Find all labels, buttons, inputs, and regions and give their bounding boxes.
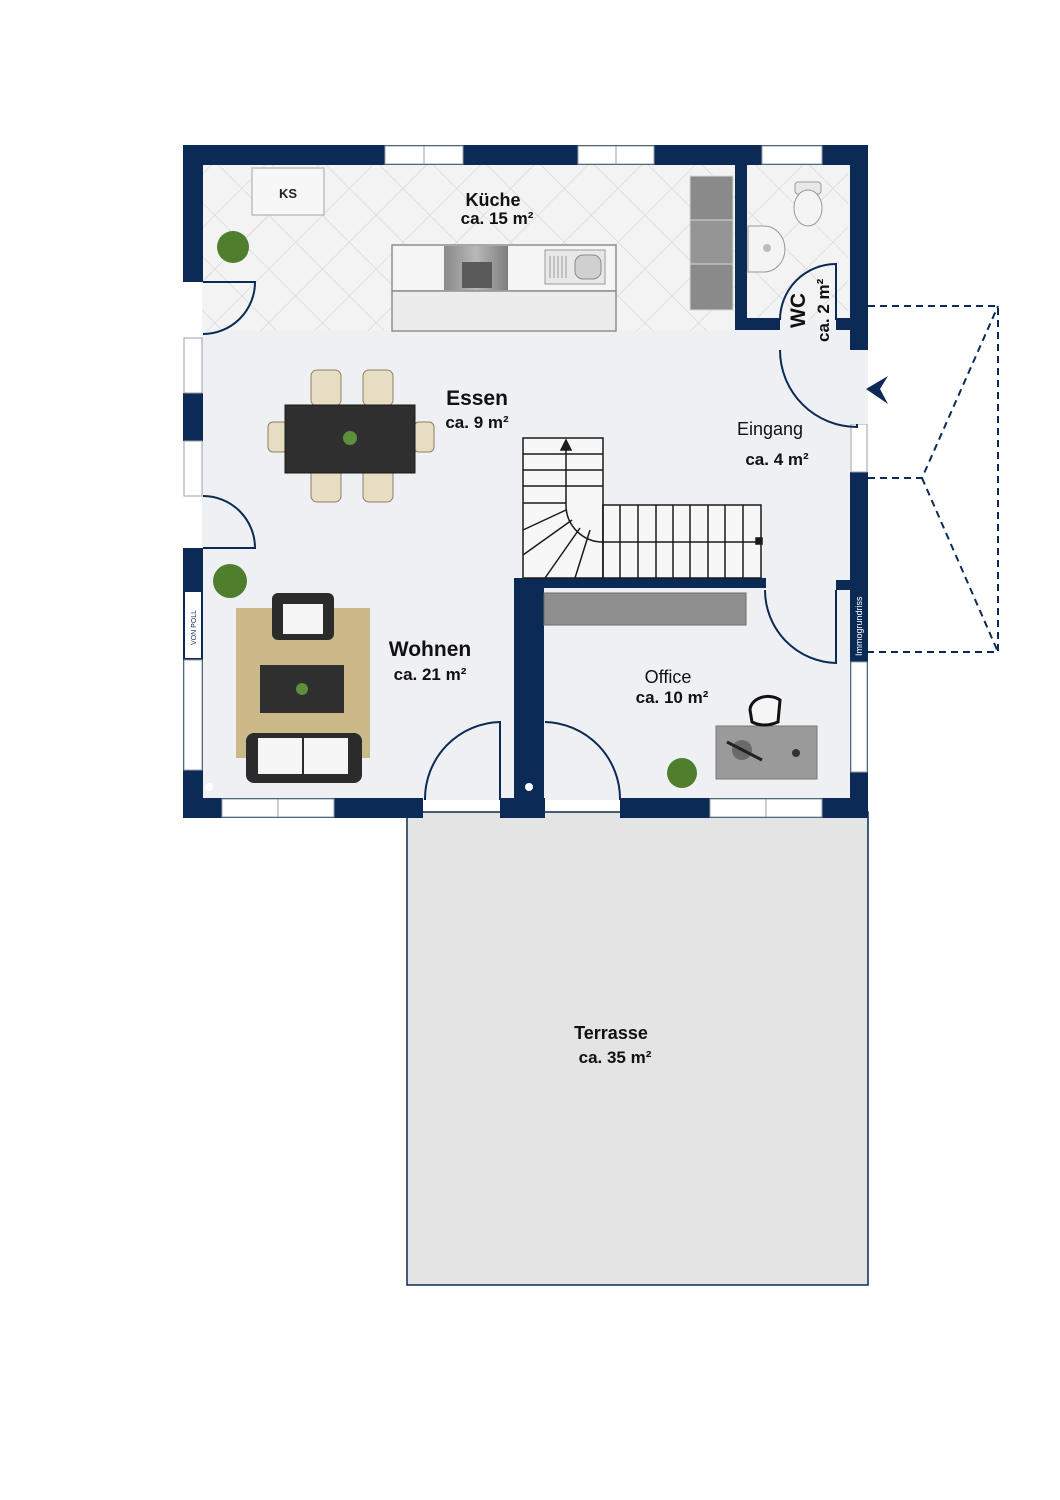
brand-logo: VON POLL <box>185 592 201 658</box>
watermark: Immogrundriss <box>850 583 868 657</box>
kitchen-island <box>391 244 617 332</box>
room-area-wc: ca. 2 m² <box>814 278 833 342</box>
entrance-arrow-icon <box>866 376 888 404</box>
terrace-area <box>406 811 869 1286</box>
entrance-canopy-outline <box>868 305 999 653</box>
corner-post <box>205 783 213 791</box>
entrance-opening <box>850 350 868 424</box>
room-area-essen: ca. 9 m² <box>445 413 509 432</box>
room-area-wohnen: ca. 21 m² <box>394 665 467 684</box>
corner-post <box>525 783 533 791</box>
room-name-essen: Essen <box>446 387 508 410</box>
desk <box>715 725 818 780</box>
coffee-table-plant-icon <box>296 683 308 695</box>
room-name-wc: WC <box>787 293 810 328</box>
room-area-kueche: ca. 15 m² <box>461 209 534 228</box>
office-furniture <box>543 592 818 780</box>
plants <box>213 231 697 788</box>
fridge: KS <box>251 167 325 216</box>
room-name-wohnen: Wohnen <box>389 638 471 661</box>
room-name-eingang: Eingang <box>737 419 803 439</box>
room-name-terrasse: Terrasse <box>574 1023 648 1043</box>
plant-icon <box>667 758 697 788</box>
room-area-terrasse: ca. 35 m² <box>579 1048 652 1067</box>
table-plant-icon <box>343 431 357 445</box>
dining-set <box>267 369 435 503</box>
sideboard <box>543 592 747 626</box>
kitchen-tall-cabinets <box>689 175 734 311</box>
wash-basin <box>747 225 786 273</box>
doors <box>202 262 858 801</box>
office-chair <box>748 694 782 727</box>
toilet <box>793 181 823 227</box>
living-set <box>236 593 370 783</box>
room-name-office: Office <box>645 667 692 687</box>
room-area-office: ca. 10 m² <box>636 688 709 707</box>
plant-icon <box>217 231 249 263</box>
plant-icon <box>213 564 247 598</box>
room-area-eingang: ca. 4 m² <box>745 450 809 469</box>
walls <box>183 145 868 818</box>
windows <box>183 145 868 818</box>
svg-text:VON POLL: VON POLL <box>191 610 198 645</box>
room-name-kueche: Küche <box>465 190 520 210</box>
staircase <box>522 437 763 579</box>
fridge-label: KS <box>279 186 297 201</box>
svg-text:Immogrundriss: Immogrundriss <box>854 596 864 656</box>
